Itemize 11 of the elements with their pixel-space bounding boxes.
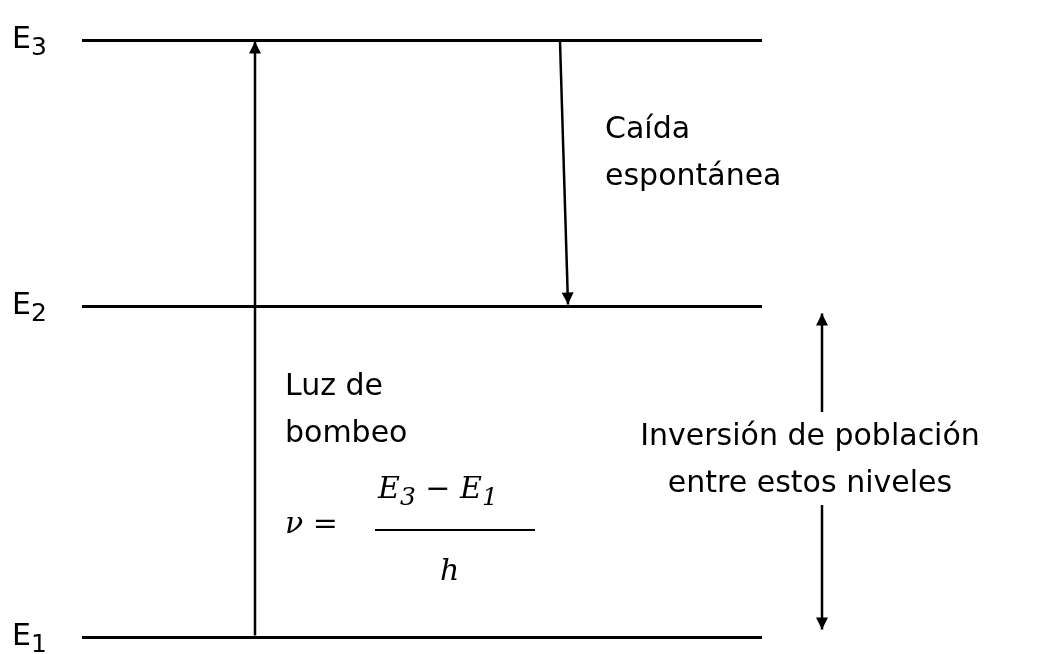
energy-level-label: E$_{3}$ [12, 19, 47, 63]
formula-term: ν = [285, 505, 338, 540]
arrow [558, 41, 574, 305]
energy-level-line [82, 304, 762, 308]
energy-level-label: E$_{2}$ [12, 285, 47, 329]
formula-numerator: E$_{3}$ − E$_{1}$ [378, 470, 498, 511]
arrow [249, 41, 261, 636]
formula-denominator: h [440, 552, 460, 587]
energy-level-line [82, 38, 762, 42]
energy-level-line [82, 635, 762, 639]
energy-level-label: E$_{1}$ [12, 616, 47, 654]
